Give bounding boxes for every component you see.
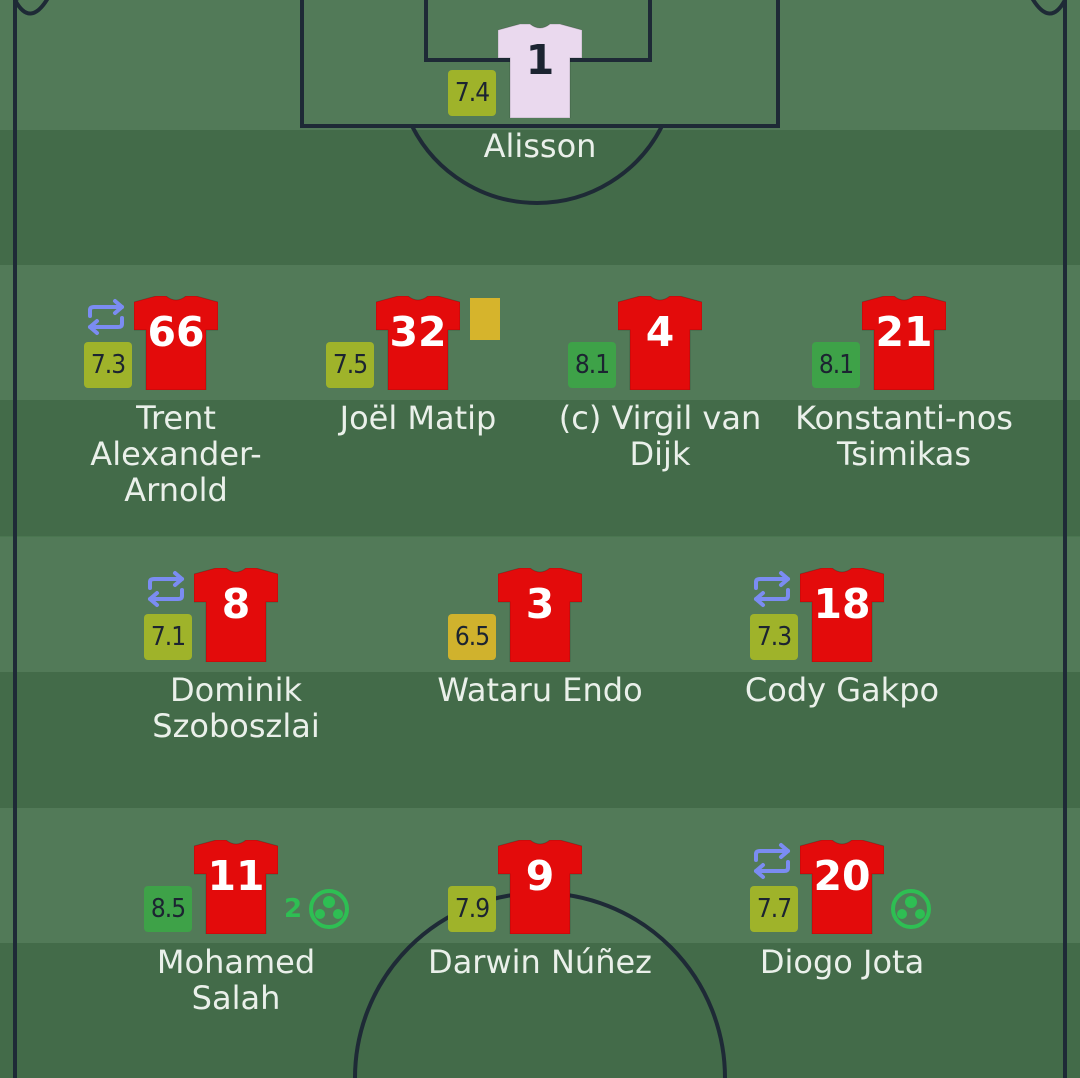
yellow-card-icon <box>470 298 500 340</box>
player-card[interactable]: 4 8.1 (c) Virgil van Dijk <box>540 296 780 536</box>
player-name: Dominik Szoboszlai <box>152 671 320 745</box>
shirt-number: 4 <box>645 308 675 356</box>
player-rating-badge: 7.4 <box>448 70 496 116</box>
goal-ball <box>890 888 932 930</box>
player-name: Trent Alexander-Arnold <box>90 399 262 509</box>
player-rating-badge: 8.1 <box>568 342 616 388</box>
goal-ball <box>308 888 350 930</box>
shirt-number: 18 <box>813 580 871 628</box>
player-rating-badge: 7.5 <box>326 342 374 388</box>
shirt-number: 9 <box>525 852 555 900</box>
player-shirt: 9 <box>498 840 582 934</box>
player-name: (c) Virgil van Dijk <box>558 399 762 473</box>
shirt-number: 66 <box>147 308 205 356</box>
substitution-icon <box>148 571 184 607</box>
penalty-arc <box>410 125 664 205</box>
pitch-stripe <box>0 672 1080 808</box>
pitch-stripe <box>0 130 1080 266</box>
corner-arc-right <box>1030 0 1067 16</box>
player-shirt: 18 <box>800 568 884 662</box>
player-name: Alisson <box>483 127 597 165</box>
goal-ball-icon <box>309 889 349 929</box>
shirt-icon <box>498 840 582 934</box>
player-shirt: 66 <box>134 296 218 390</box>
shirt-icon <box>376 296 460 390</box>
substitution-icon <box>88 299 124 335</box>
player-rating-badge: 8.1 <box>812 342 860 388</box>
player-rating-badge: 7.3 <box>750 614 798 660</box>
player-name: Joël Matip <box>339 399 497 437</box>
player-shirt: 3 <box>498 568 582 662</box>
shirt-number: 11 <box>207 852 265 900</box>
goal-ball-icon <box>891 889 931 929</box>
shirt-number: 3 <box>525 580 555 628</box>
shirt-icon <box>194 840 278 934</box>
shirt-number: 1 <box>525 36 555 84</box>
penalty-area <box>300 0 780 128</box>
shirt-number: 32 <box>389 308 447 356</box>
player-rating-badge: 8.5 <box>144 886 192 932</box>
player-name: Wataru Endo <box>437 671 643 709</box>
shirt-icon <box>862 296 946 390</box>
player-shirt: 4 <box>618 296 702 390</box>
shirt-icon <box>194 568 278 662</box>
shirt-number: 8 <box>221 580 251 628</box>
player-name: Konstanti-nos Tsimikas <box>795 399 1013 473</box>
shirt-icon <box>800 840 884 934</box>
player-rating-badge: 7.7 <box>750 886 798 932</box>
player-shirt: 21 <box>862 296 946 390</box>
player-name: Mohamed Salah <box>156 943 316 1017</box>
player-shirt: 32 <box>376 296 460 390</box>
goal-count: 2 <box>284 894 303 924</box>
pitch-stripe <box>0 400 1080 536</box>
player-shirt: 8 <box>194 568 278 662</box>
player-shirt: 11 <box>194 840 278 934</box>
player-rating-badge: 7.1 <box>144 614 192 660</box>
player-rating-badge: 7.3 <box>84 342 132 388</box>
corner-arc-left-shape <box>13 0 50 16</box>
shirt-icon <box>134 296 218 390</box>
shirt-icon <box>498 568 582 662</box>
player-rating-badge: 7.9 <box>448 886 496 932</box>
shirt-icon <box>800 568 884 662</box>
substitution-icon <box>754 843 790 879</box>
player-shirt: 20 <box>800 840 884 934</box>
shirt-icon <box>498 24 582 118</box>
pitch-stripe <box>0 943 1080 1078</box>
player-name: Diogo Jota <box>759 943 925 981</box>
shirt-number: 21 <box>875 308 933 356</box>
player-name: Cody Gakpo <box>744 671 940 709</box>
shirt-number: 20 <box>813 852 871 900</box>
shirt-icon <box>618 296 702 390</box>
player-shirt: 1 <box>498 24 582 118</box>
player-rating-badge: 6.5 <box>448 614 496 660</box>
substitution-icon <box>754 571 790 607</box>
player-name: Darwin Núñez <box>428 943 652 981</box>
